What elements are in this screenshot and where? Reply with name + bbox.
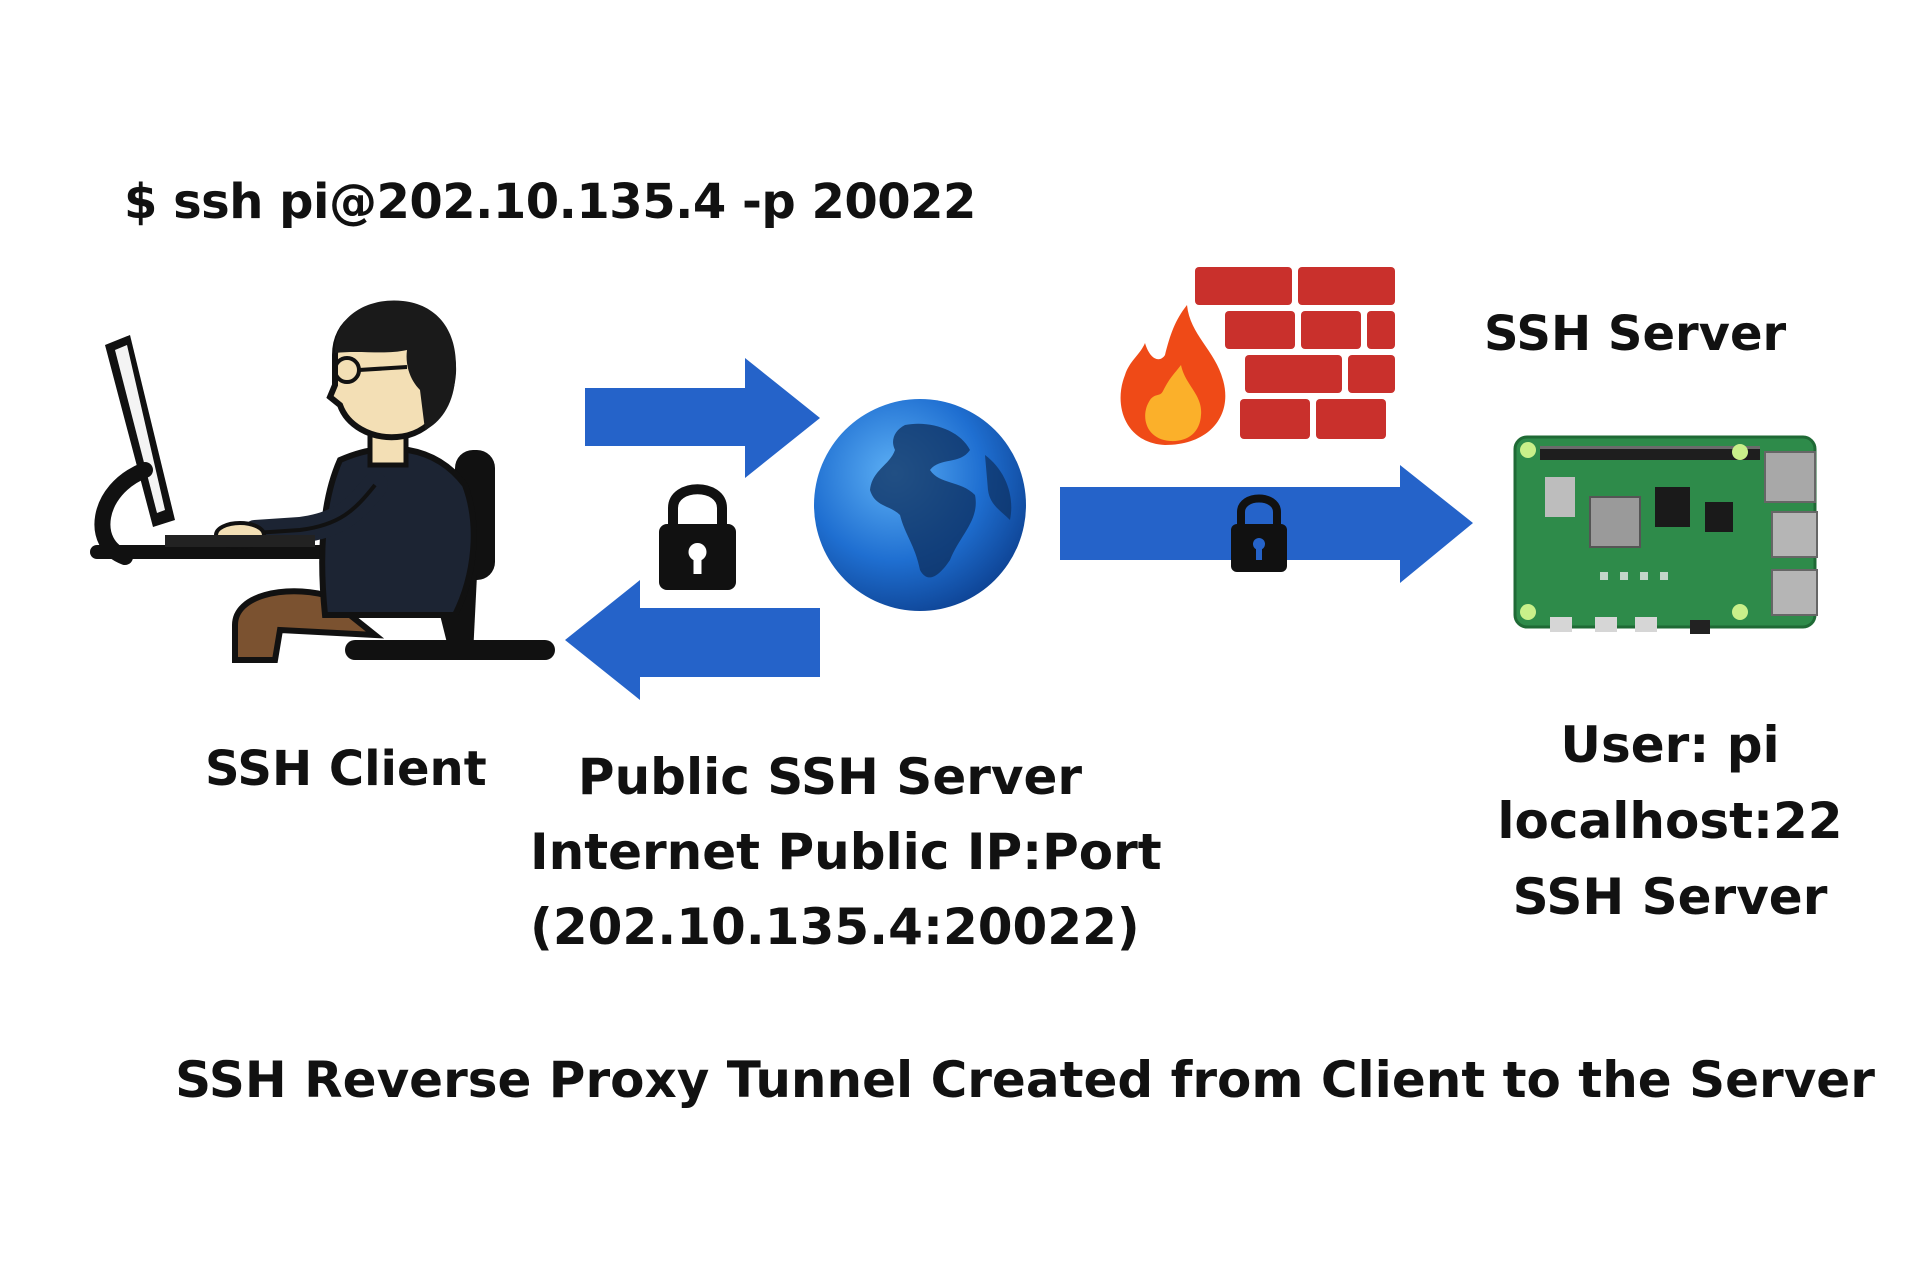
client-label: SSH Client <box>205 741 487 797</box>
user-at-computer-icon <box>90 300 555 663</box>
public-ip-port-value: (202.10.135.4:20022) <box>530 898 1140 956</box>
diagram-caption: SSH Reverse Proxy Tunnel Created from Cl… <box>175 1051 1875 1109</box>
arrow-left-icon <box>565 580 820 700</box>
public-ip-port-label: Internet Public IP:Port <box>530 823 1162 881</box>
server-label: SSH Server <box>1512 868 1828 926</box>
fire-icon <box>1120 305 1226 445</box>
ssh-command: $ ssh pi@202.10.135.4 -p 20022 <box>124 174 976 230</box>
globe-icon <box>814 399 1026 611</box>
firewall-icon <box>1120 267 1395 445</box>
raspberry-pi-board-icon <box>1513 435 1818 634</box>
padlock-icon <box>1231 494 1287 572</box>
server-user: User: pi <box>1560 716 1780 774</box>
public-server-title: Public SSH Server <box>577 748 1083 806</box>
server-title: SSH Server <box>1484 306 1787 362</box>
padlock-icon <box>659 484 736 590</box>
arrow-right-icon <box>585 358 820 478</box>
server-address: localhost:22 <box>1497 792 1843 850</box>
